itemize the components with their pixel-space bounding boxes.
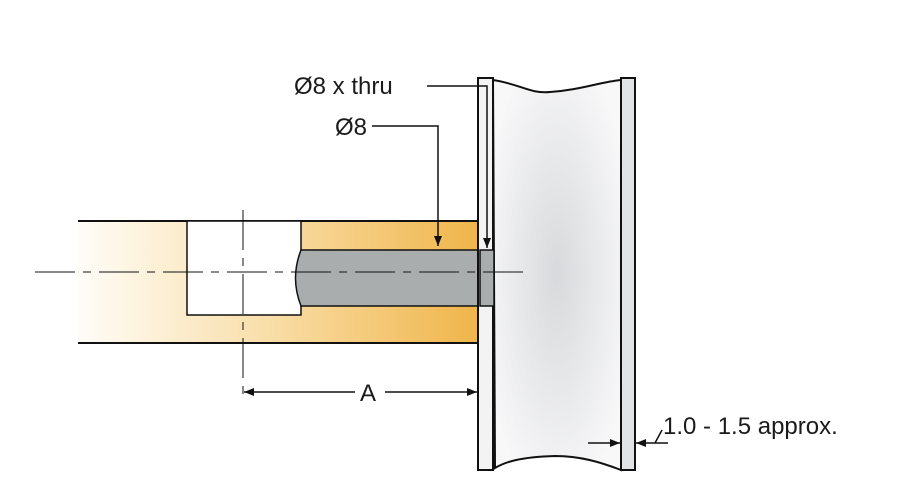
glass-panel	[477, 77, 636, 472]
label-hole: Ø8	[335, 114, 367, 141]
label-gap: 1.0 - 1.5 approx.	[663, 413, 838, 440]
leader-hole-thru	[427, 85, 491, 248]
leader-hole	[372, 125, 442, 246]
label-hole-thru: Ø8 x thru	[294, 73, 393, 100]
gap-leader	[654, 429, 663, 444]
rail-cutout	[186, 220, 302, 316]
rod	[294, 249, 481, 307]
label-dimension-a: A	[360, 380, 376, 407]
